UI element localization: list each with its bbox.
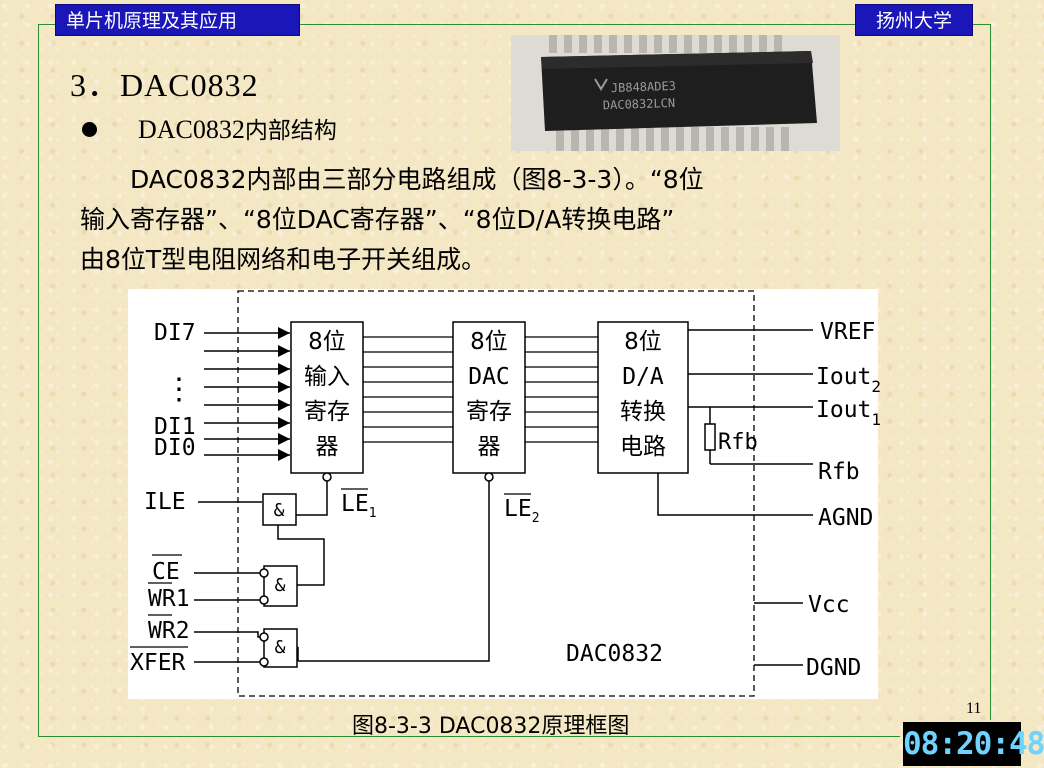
clock-display: 08:20:48 <box>903 722 1044 766</box>
label-rfb-internal: Rfb <box>718 430 758 455</box>
label-le1: LE1 <box>341 491 377 521</box>
label-wr1: WR1 <box>148 586 190 612</box>
block1-line3: 寄存 <box>304 399 350 425</box>
label-iout2: Iout2 <box>816 364 881 396</box>
block3-line4: 电路 <box>620 434 666 460</box>
paragraph-line-1: DAC0832内部由三部分电路组成（图8-3-3）。“8位 <box>80 165 704 194</box>
label-dgnd: DGND <box>806 655 861 681</box>
block3-line2: D/A <box>622 364 664 390</box>
label-vref-text: VREF <box>820 319 875 345</box>
bullet-heading: DAC0832内部结构 <box>138 111 337 145</box>
da-converter-block <box>597 321 689 474</box>
paragraph-line-3: 由8位T型电阻网络和电子开关组成。 <box>80 245 487 274</box>
frame-top-line <box>38 24 990 25</box>
dac0832-block-diagram: DI7 ⋮ DI1 DI0 8位 输入 寄存 器 8位 <box>128 289 881 699</box>
chip-marking-line-1: JB848ADE3 <box>611 79 676 95</box>
label-ile: ILE <box>144 489 186 515</box>
and-gate-1 <box>262 493 297 526</box>
frame-right-line <box>990 24 991 720</box>
block2-line1: 8位 <box>470 329 508 355</box>
bullet-icon <box>82 122 97 137</box>
and-gate-3 <box>263 628 298 668</box>
label-vref: VREF <box>820 319 875 345</box>
and-gate-1-label: & <box>274 500 285 521</box>
label-di0: DI0 <box>154 435 196 461</box>
block3-line3: 转换 <box>620 399 666 425</box>
dac0832-chip-photo: JB848ADE3 DAC0832LCN <box>511 35 840 151</box>
label-rfb: Rfb <box>818 459 860 485</box>
chip-marking-line-2: DAC0832LCN <box>603 96 676 113</box>
section-title: 3．DAC0832 <box>70 67 259 103</box>
and-gate-2-label: & <box>275 575 286 596</box>
block2-line2: DAC <box>468 364 510 390</box>
label-vcc: Vcc <box>808 592 850 618</box>
label-agnd: AGND <box>818 505 873 531</box>
manufacturer-logo-icon <box>594 78 608 91</box>
frame-bottom-line <box>38 736 900 737</box>
label-ellipsis: ⋮ <box>164 372 194 407</box>
description-paragraph: DAC0832内部由三部分电路组成（图8-3-3）。“8位 输入寄存器”、“8位… <box>80 160 960 280</box>
paragraph-line-2: 输入寄存器”、“8位DAC寄存器”、“8位D/A转换电路” <box>80 205 675 234</box>
label-chip-name: DAC0832 <box>566 641 663 667</box>
and-gate-2 <box>263 565 298 607</box>
course-title-badge: 单片机原理及其应用 <box>55 4 300 36</box>
block2-line3: 寄存 <box>466 399 512 425</box>
block1-line4: 器 <box>316 434 339 460</box>
bullet-heading-en: DAC0832 <box>138 115 245 144</box>
block1-line1: 8位 <box>308 329 346 355</box>
label-di7: DI7 <box>154 320 196 346</box>
block3-line1: 8位 <box>624 329 662 355</box>
label-iout1: Iout1 <box>816 397 881 429</box>
label-le2: LE2 <box>504 496 540 526</box>
figure-caption: 图8-3-3 DAC0832原理框图 <box>352 714 630 739</box>
block1-line2: 输入 <box>304 364 350 390</box>
page-number: 11 <box>966 700 982 717</box>
block2-line4: 器 <box>478 434 501 460</box>
university-badge: 扬州大学 <box>855 4 973 36</box>
label-wr2: WR2 <box>148 618 190 644</box>
label-xfer: XFER <box>130 650 186 676</box>
label-ce: CE <box>152 559 180 585</box>
bullet-heading-cn: 内部结构 <box>244 118 337 144</box>
label-di1: DI1 <box>154 414 196 440</box>
and-gate-3-label: & <box>275 637 286 658</box>
dac-register-block <box>452 321 526 474</box>
frame-left-line <box>38 24 39 736</box>
